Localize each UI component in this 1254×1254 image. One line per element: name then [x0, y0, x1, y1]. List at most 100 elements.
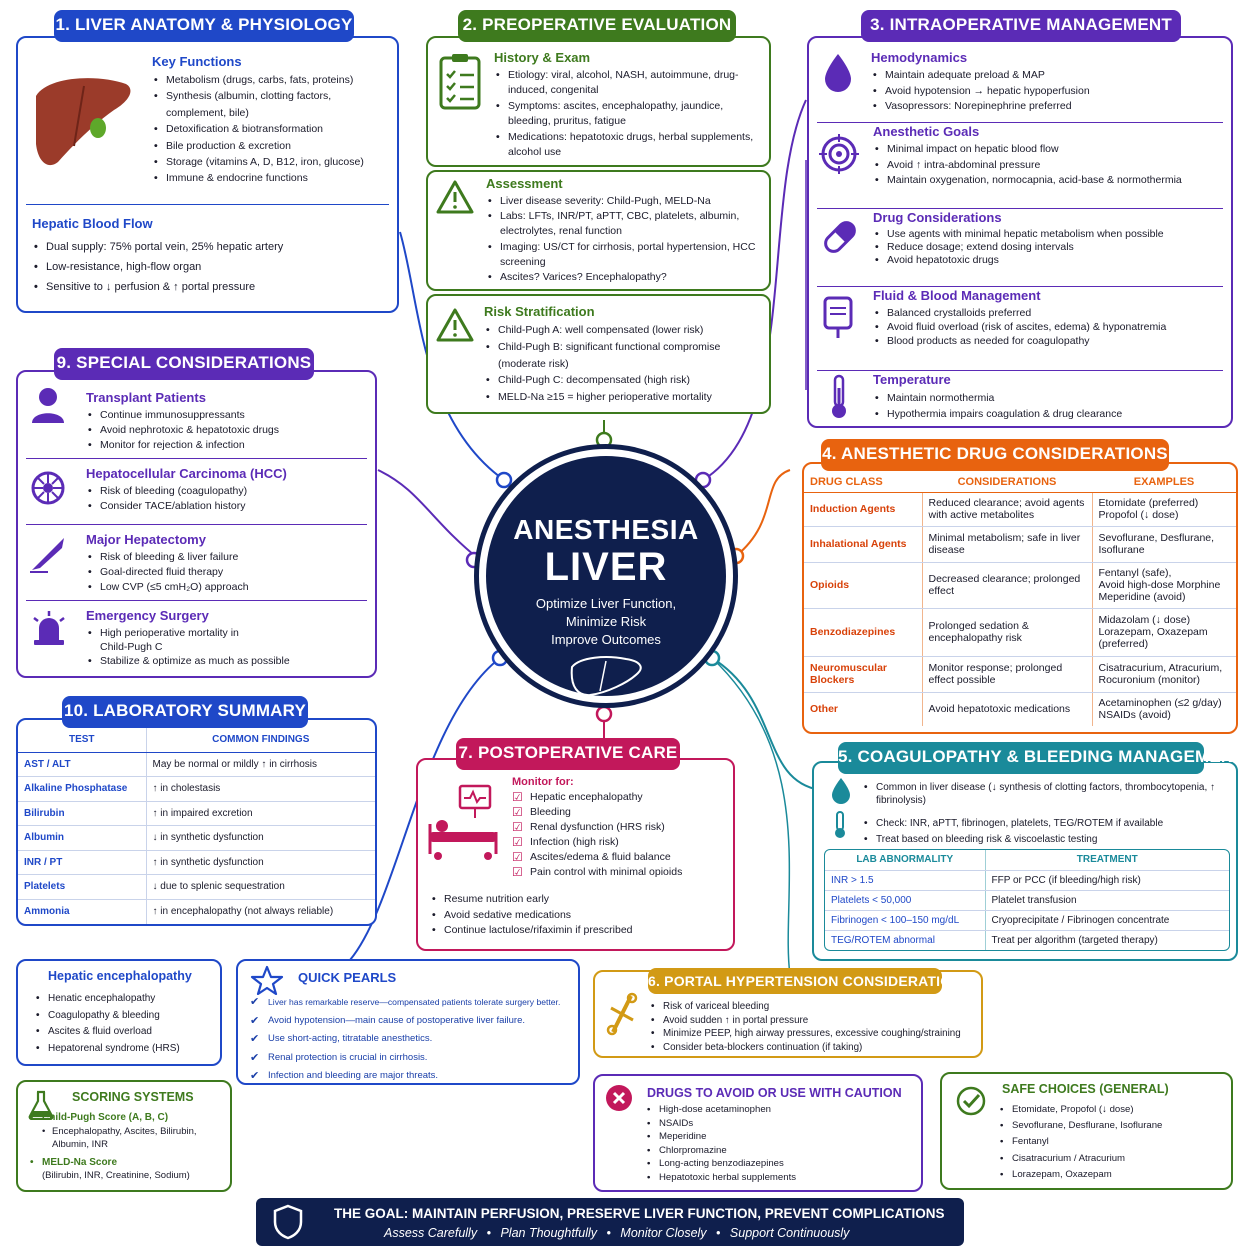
- list-item: Avoid sudden ↑ in portal pressure: [649, 1014, 979, 1028]
- hub-title-line2: LIVER: [544, 545, 668, 589]
- finding-cell: ↓ due to splenic sequestration: [146, 874, 375, 900]
- table-row: Bilirubin↑ in impaired excretion: [18, 801, 375, 826]
- emergency-list: High perioperative mortality in Child-Pu…: [86, 626, 372, 668]
- key-functions-list: Metabolism (drugs, carbs, fats, proteins…: [152, 72, 392, 187]
- table-row: Neuromuscular Blockers Monitor response;…: [804, 656, 1236, 693]
- assessment-list: Liver disease severity: Child-Pugh, MELD…: [486, 194, 766, 285]
- thermometer-icon: [835, 811, 845, 838]
- list-item: Risk of bleeding & liver failure: [86, 550, 372, 565]
- siren-icon: [33, 611, 65, 645]
- list-item: Immune & endocrine functions: [152, 170, 392, 187]
- hub-title-line1: ANESTHESIA: [513, 514, 699, 545]
- list-item: Symptoms: ascites, encephalopathy, jaund…: [494, 99, 766, 130]
- list-item: Child-Pugh B: significant functional com…: [484, 339, 766, 373]
- list-item: Low CVP (≤5 cmH₂O) approach: [86, 580, 372, 595]
- safe-choices-box: SAFE CHOICES (GENERAL) Etomidate, Propof…: [940, 1072, 1233, 1190]
- quick-pearls-list: Liver has remarkable reserve—compensated…: [250, 993, 560, 1086]
- iv-bag-icon: [823, 296, 853, 338]
- table-header: LAB ABNORMALITY: [825, 850, 986, 871]
- quick-pearls-heading: QUICK PEARLS: [298, 970, 397, 985]
- list-item: NSAIDs: [645, 1117, 796, 1131]
- blood-drop-icon: [825, 54, 851, 92]
- drugs-to-avoid-box: DRUGS TO AVOID OR USE WITH CAUTION High-…: [593, 1074, 923, 1192]
- risk-stratification-heading: Risk Stratification: [484, 304, 595, 319]
- scoring-systems-box: SCORING SYSTEMS •Child-Pugh Score (A, B,…: [16, 1080, 232, 1192]
- x-circle-icon: [606, 1085, 632, 1111]
- anesthetic-goals-heading: Anesthetic Goals: [873, 124, 980, 139]
- examples-cell: Fentanyl (safe), Avoid high-dose Morphin…: [1092, 562, 1236, 609]
- list-item: Long-acting benzodiazepines: [645, 1157, 796, 1171]
- scalpel-icon: [30, 538, 64, 573]
- table-header: DRUG CLASS: [804, 472, 922, 493]
- bone-icon: [606, 992, 638, 1036]
- table-header: CONSIDERATIONS: [922, 472, 1092, 493]
- list-item: Goal-directed fluid therapy: [86, 565, 372, 580]
- list-item: Maintain oxygenation, normocapnia, acid-…: [873, 173, 1228, 189]
- list-item: Lorazepam, Oxazepam: [998, 1167, 1162, 1183]
- list-item: Hepatorenal syndrome (HRS): [34, 1041, 180, 1058]
- list-item: Avoid ↑ intra-abdominal pressure: [873, 158, 1228, 174]
- warning-icon: [436, 308, 474, 342]
- list-item: Treat based on bleeding risk & viscoelas…: [862, 833, 1232, 846]
- list-item: Imaging: US/CT for cirrhosis, portal hyp…: [486, 240, 766, 270]
- safe-choices-list: Etomidate, Propofol (↓ dose) Sevoflurane…: [998, 1102, 1162, 1183]
- list-item: Stabilize & optimize as much as possible: [86, 654, 372, 668]
- list-item: Risk of variceal bleeding: [649, 1000, 979, 1014]
- test-cell: Albumin: [18, 825, 147, 851]
- drug-class-cell: Inhalational Agents: [804, 526, 923, 563]
- examples-cell: Cisatracurium, Atracurium, Rocuronium (m…: [1092, 656, 1236, 693]
- footer-step: Monitor Closely: [620, 1226, 707, 1240]
- table-row: Inhalational Agents Minimal metabolism; …: [804, 526, 1236, 563]
- complications-list: Henatic encephalopathy Coagulopathy & bl…: [34, 991, 180, 1057]
- meld-title: MELD-Na Score: [42, 1157, 118, 1168]
- list-item: Reduce dosage; extend dosing intervals: [873, 241, 1228, 254]
- test-cell: INR / PT: [18, 850, 147, 875]
- child-pugh-title: Child-Pugh Score (A, B, C): [42, 1112, 169, 1123]
- emergency-heading: Emergency Surgery: [86, 608, 209, 623]
- drug-class-cell: Opioids: [804, 562, 923, 609]
- star-icon: [250, 965, 284, 995]
- list-item: Etomidate, Propofol (↓ dose): [998, 1102, 1162, 1118]
- list-item: Monitor for rejection & infection: [86, 438, 372, 453]
- table-header: COMMON FINDINGS: [146, 728, 375, 753]
- list-item: Fentanyl: [998, 1134, 1162, 1150]
- lab-cell: INR > 1.5: [825, 870, 986, 891]
- hub-subtitle-2: Minimize Risk: [565, 614, 647, 629]
- section-liver-anatomy: Key Functions Metabolism (drugs, carbs, …: [16, 36, 399, 313]
- tumor-cell-icon: [31, 471, 65, 505]
- transplant-list: Continue immunosuppressants Avoid nephro…: [86, 408, 372, 453]
- list-item: Avoid fluid overload (risk of ascites, e…: [873, 320, 1228, 334]
- list-item: Maintain normothermia: [873, 390, 1228, 406]
- temperature-heading: Temperature: [873, 372, 951, 387]
- list-item: Common in liver disease (↓ synthesis of …: [862, 781, 1232, 807]
- footer-title: THE GOAL: MAINTAIN PERFUSION, PRESERVE L…: [334, 1206, 945, 1221]
- list-item: Ascites? Varices? Encephalopathy?: [486, 270, 766, 285]
- list-item: Synthesis (albumin, clotting factors, co…: [152, 88, 392, 121]
- central-hub: ANESTHESIA LIVER Optimize Liver Function…: [474, 444, 738, 708]
- footer-step: Assess Carefully: [384, 1226, 478, 1240]
- considerations-cell: Decreased clearance; prolonged effect: [922, 562, 1093, 609]
- list-item: Blood products as needed for coagulopath…: [873, 334, 1228, 348]
- list-item: Infection (high risk): [512, 835, 732, 850]
- list-item: Metabolism (drugs, carbs, fats, proteins…: [152, 72, 392, 89]
- postop-list: Resume nutrition early Avoid sedative me…: [430, 892, 730, 939]
- list-item: Storage (vitamins A, D, B12, iron, gluco…: [152, 154, 392, 171]
- test-cell: Platelets: [18, 874, 147, 900]
- fluid-list: Balanced crystalloids preferred Avoid fl…: [873, 306, 1228, 348]
- list-item: Maintain adequate preload & MAP: [871, 68, 1226, 84]
- table-row: Benzodiazepines Prolonged sedation & enc…: [804, 608, 1236, 657]
- list-item: Child-Pugh A: well compensated (lower ri…: [484, 322, 766, 339]
- hub-subtitle-3: Improve Outcomes: [551, 632, 661, 647]
- list-item: Detoxification & biotransformation: [152, 121, 392, 138]
- person-icon: [32, 388, 64, 423]
- finding-cell: ↑ in impaired excretion: [146, 801, 375, 826]
- monitor-for-heading: Monitor for:: [512, 776, 574, 788]
- footer-banner: THE GOAL: MAINTAIN PERFUSION, PRESERVE L…: [256, 1198, 964, 1246]
- table-row: Other Avoid hepatotoxic medications Acet…: [804, 692, 1236, 726]
- child-pugh-label: •Child-Pugh Score (A, B, C): [30, 1112, 169, 1123]
- list-item: Cisatracurium / Atracurium: [998, 1151, 1162, 1167]
